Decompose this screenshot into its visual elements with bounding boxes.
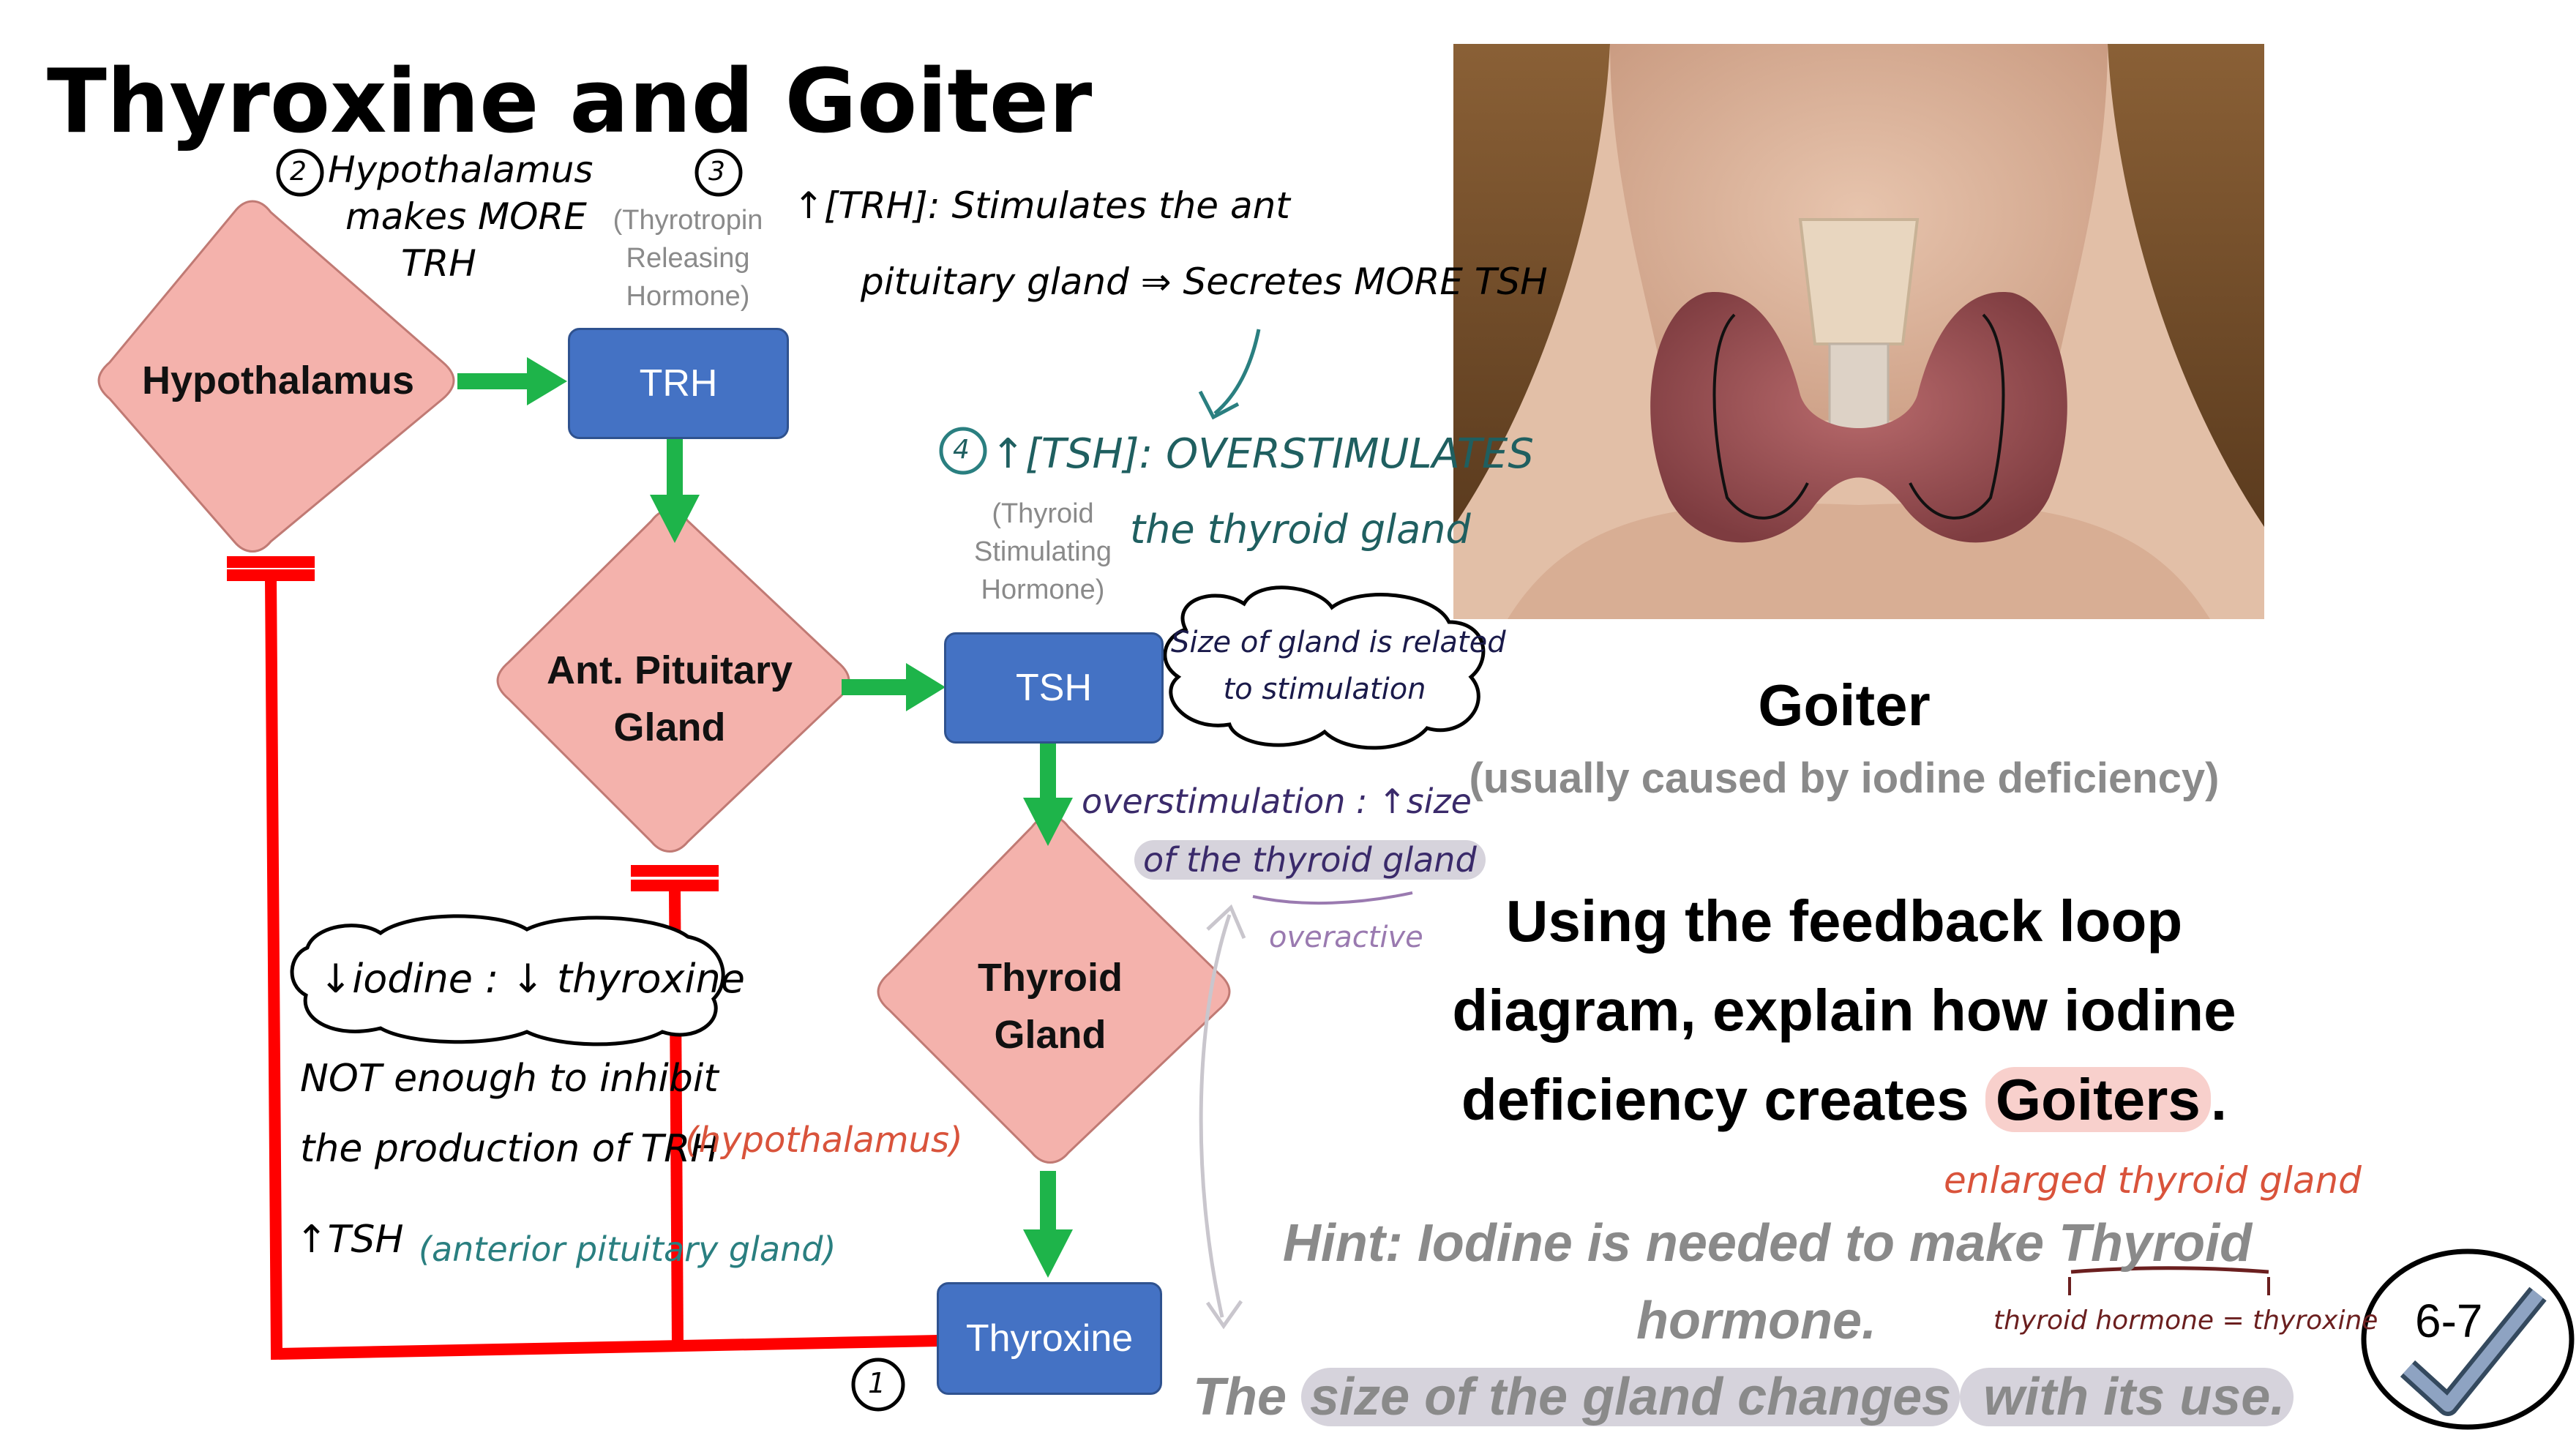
hint-thyroid: Thyroid [2059,1214,2253,1273]
trh-fullname: (Thyrotropin Releasing Hormone) [585,201,790,315]
question-line-2: diagram, explain how iodine [1452,978,2236,1043]
green-arrows [457,357,1073,1278]
overstim-line-1: overstimulation : ↑size [1082,782,1472,821]
step-2-circle [276,149,324,197]
goiters-highlight: Goiters [1985,1067,2211,1132]
trh-label: TRH [639,362,718,405]
question-line-3a: deficiency creates [1461,1067,1985,1132]
goiter-illustration [1453,44,2264,619]
trh-fullname-3: Hormone) [626,281,750,312]
tsh-fullname-2: Stimulating [974,536,1112,567]
tsh-up-note: ↑TSH [296,1218,404,1262]
question-text: Using the feedback loop diagram, explain… [1376,877,2313,1145]
hypothalamus-text: Hypothalamus [141,358,415,402]
question-line-1: Using the feedback loop [1505,888,2183,954]
hypothalamus-label: Hypothalamus [95,344,461,417]
goiter-subtitle: (usually caused by iodine deficiency) [1469,755,2220,802]
anterior-paren-note: (anterior pituitary gland) [419,1229,836,1269]
hint-line-1a: Hint: Iodine is needed to make [1282,1214,2059,1273]
not-enough-line-2: the production of TRH [300,1127,719,1171]
trh-box: TRH [568,328,789,439]
hint-line-1: Hint: Iodine is needed to make Thyroid [1237,1213,2298,1273]
step-2-line-1: Hypothalamus [328,149,594,191]
enlarged-note: enlarged thyroid gland [1944,1159,2362,1202]
ant-pituitary-line-1: Ant. Pituitary [546,648,793,692]
tsh-fullname: (Thyroid Stimulating Hormone) [951,495,1134,609]
thyroid-eq-note: thyroid hormone = thyroxine [1993,1306,2378,1336]
hint-line-3: The size of the gland changes with its u… [1193,1367,2294,1427]
step-2-line-2: makes MORE [345,195,587,238]
trh-note-line-1: ↑[TRH]: Stimulates the ant [793,184,1290,227]
tsh-fullname-1: (Thyroid [992,498,1094,529]
tsh-box: TSH [944,632,1164,744]
step-2-note: Hypothalamus makes MORE TRH [328,146,593,287]
ant-pituitary-label: Ant. Pituitary Gland [487,637,853,761]
cloud-note-2: to stimulation [1223,673,1426,706]
tsh-fullname-3: Hormone) [981,574,1105,605]
size-cloud [1163,585,1486,750]
step-2-number: 2 [290,157,307,187]
hypothalamus-paren-note: (hypothalamus) [685,1120,963,1161]
step-1-circle [851,1358,905,1412]
curved-arrow [1213,329,1261,415]
hint-line-2: hormone. [1636,1292,1876,1350]
step-3-circle [694,149,743,197]
iodine-cloud-text: ↓iodine : ↓ thyroxine [319,956,745,1002]
overstim-line-2: of the thyroid gland [1134,840,1486,880]
question-line-3c: . [2210,1067,2228,1132]
tsh-note-line-2: the thyroid gland [1130,506,1471,553]
iodine-cloud [290,914,725,1046]
question-line-3: deficiency creates Goiters. [1376,1055,2313,1145]
overstim-line-2-text: of the thyroid gland [1134,840,1486,880]
not-enough-line-1: NOT enough to inhibit [300,1057,719,1101]
hypothalamus-diamond [97,200,455,553]
thyroid-gland-label: Thyroid Gland [867,944,1233,1068]
thyroid-line-1: Thyroid [978,955,1123,1000]
thyroid-underline [2070,1266,2269,1274]
thyroid-line-2: Gland [994,1013,1107,1057]
hint-use-highlight: with its use. [1960,1368,2294,1426]
step-4-circle [939,427,987,475]
ant-pituitary-line-2: Gland [613,705,726,749]
hint-line-3a: The [1193,1368,1302,1426]
trh-note-line-2: pituitary gland ⇒ Secretes MORE TSH [861,261,1548,303]
badge-number: 6-7 [2415,1295,2483,1347]
trh-fullname-2: Releasing [626,243,750,274]
thyroid-bracket [2068,1277,2270,1295]
step-4-number: 4 [953,435,970,465]
check-badge [2361,1248,2575,1430]
step-1-number: 1 [868,1367,886,1399]
step-3-number: 3 [708,157,725,187]
tsh-label: TSH [1016,667,1092,709]
trh-fullname-1: (Thyrotropin [613,205,763,236]
overactive-note: overactive [1269,921,1423,954]
cloud-note: Size of gland is related to stimulation [1171,619,1506,713]
page-title: Thyroxine and Goiter [47,51,1093,153]
tsh-note-line-1: ↑[TSH]: OVERSTIMULATES [991,430,1534,478]
cloud-note-1: Size of gland is related [1171,626,1506,659]
goiter-title: Goiter [1758,673,1931,738]
overactive-arrow [1199,914,1232,1318]
step-2-line-3: TRH [401,242,476,285]
overactive-underline [1252,891,1413,905]
thyroxine-label: Thyroxine [965,1317,1134,1360]
thyroxine-box: Thyroxine [937,1282,1162,1395]
hint-size-highlight: size of the gland changes [1301,1368,1961,1426]
